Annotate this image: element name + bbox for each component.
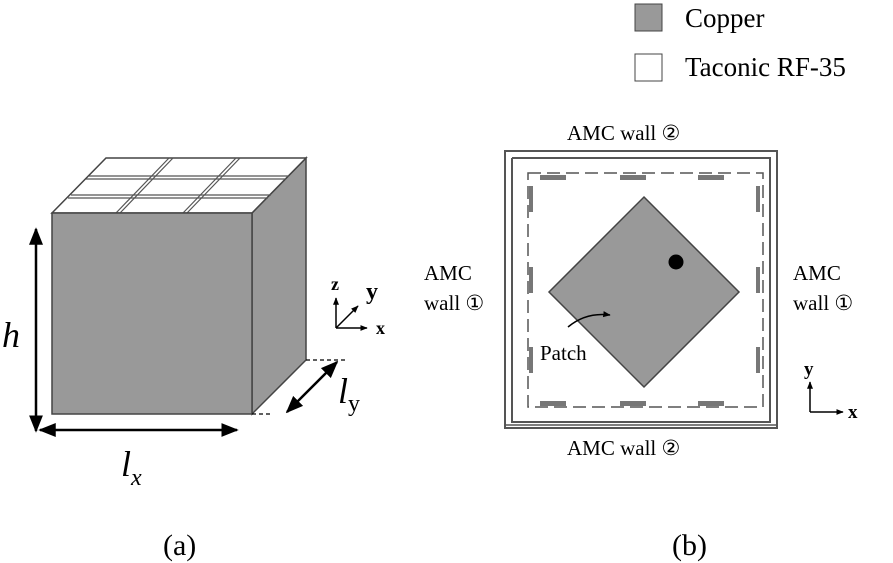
wall-left-label-line1: AMC: [424, 261, 472, 285]
panel-a-unit-cell: h lx ly z y x (a): [2, 156, 385, 562]
axis-z-label: z: [331, 274, 339, 294]
cell-boundary: [527, 172, 764, 408]
wall-left-label-line2: wall ①: [424, 291, 484, 315]
top-grid-strips: [68, 157, 289, 214]
axis-x-label: x: [376, 318, 385, 338]
axis-triad-3d: z y x: [331, 274, 385, 338]
wall-top-label: AMC wall ②: [567, 121, 680, 145]
wall-bottom-label: AMC wall ②: [567, 436, 680, 460]
dimension-ly-arrow: [285, 360, 339, 414]
legend: Copper Taconic RF-35: [634, 3, 846, 82]
wall-right-label-line2: wall ①: [793, 291, 853, 315]
legend-substrate-label: Taconic RF-35: [685, 52, 846, 82]
axis-triad-2d: y x: [804, 359, 858, 423]
inner-substrate-outline: [511, 157, 771, 423]
cube-front-face: [51, 212, 253, 415]
patch-pointer-arrow: [567, 311, 611, 328]
patch-label: Patch: [540, 341, 587, 365]
caption-a: (a): [163, 529, 196, 562]
dimension-ly-label: ly: [338, 371, 360, 417]
axis-2d-x-label: x: [848, 402, 858, 423]
dimension-h-label: h: [2, 315, 20, 355]
wall-right-label-line1: AMC: [793, 261, 841, 285]
panel-b-top-view: Patch AMC wall ② AMC wall ② AMC wall ① A…: [424, 121, 858, 562]
dimension-lx-label: lx: [121, 444, 142, 491]
patch: [547, 195, 741, 389]
legend-copper-swatch: [634, 3, 663, 32]
feed-point: [668, 254, 684, 270]
amc-wall-right-strips: [756, 186, 760, 373]
caption-b: (b): [672, 529, 707, 562]
amc-wall-top-strips: [540, 175, 724, 180]
amc-wall-bottom-strips: [540, 401, 724, 406]
axis-y-label: y: [366, 279, 378, 305]
amc-wall-left-strips: [529, 186, 533, 373]
legend-copper-label: Copper: [685, 3, 764, 33]
axis-2d-y-label: y: [804, 359, 814, 380]
legend-substrate-swatch: [634, 53, 663, 82]
